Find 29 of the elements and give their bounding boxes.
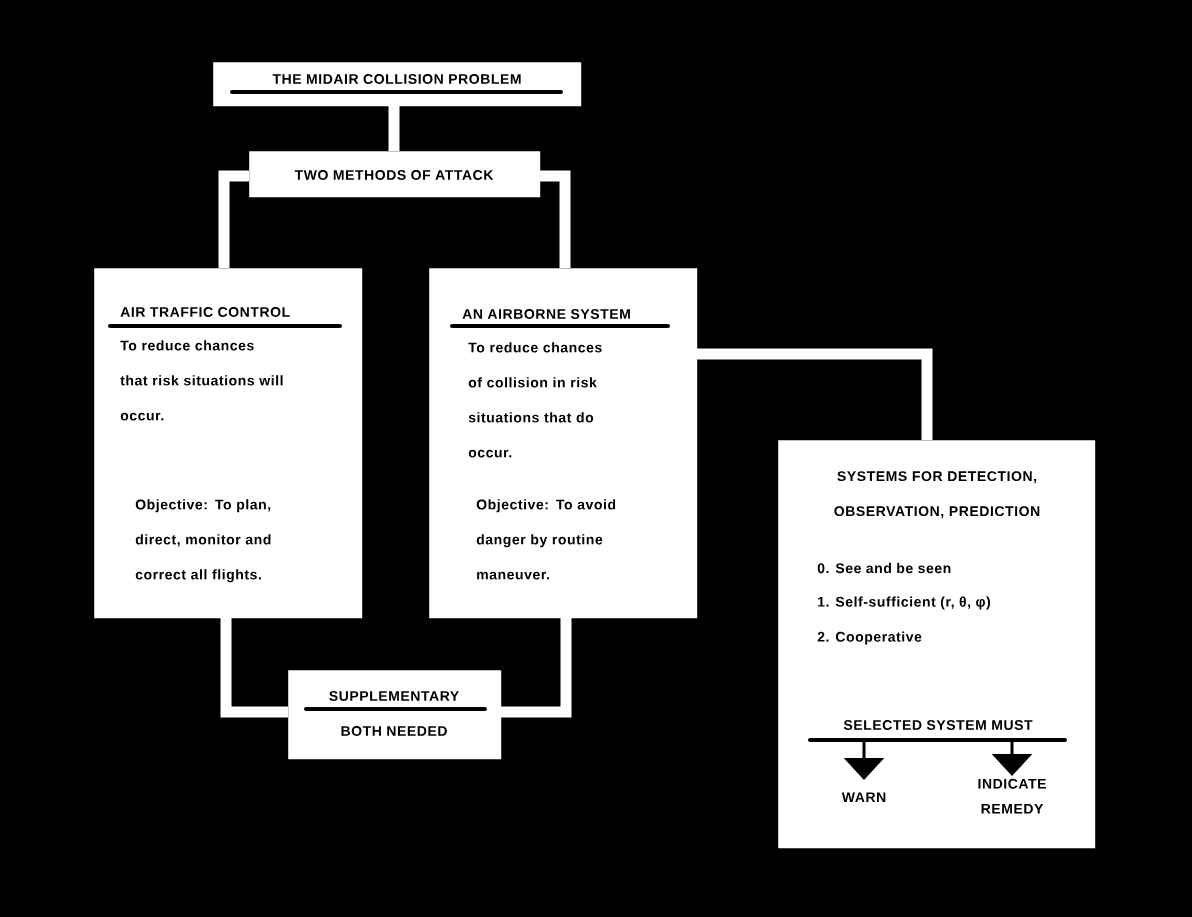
- connector: [501, 618, 572, 718]
- connector: [218, 170, 249, 268]
- text-box: [94, 268, 363, 619]
- title-box: [213, 62, 582, 107]
- connector: [697, 348, 933, 440]
- body-text: Objective: To avoid danger by routine maneuver.: [476, 499, 616, 580]
- list-item: 0. See and be seen: [817, 562, 951, 574]
- body-text: To reduce chances that risk situations will occur.: [120, 340, 283, 421]
- heading: SUPPLEMENTARY: [304, 691, 487, 711]
- heading: TWO METHODS OF ATTACK: [294, 170, 494, 180]
- label: BOTH NEEDED: [341, 726, 447, 736]
- label-box: [288, 670, 502, 760]
- list-item: 2. Cooperative: [817, 631, 922, 645]
- text-box: [778, 440, 1096, 849]
- connector: [540, 170, 571, 268]
- heading: AIR TRAFFIC CONTROL: [108, 307, 342, 328]
- list-item: 1. Self-sufficient (r, θ, φ): [818, 596, 991, 610]
- body-text: To reduce chances of collision in risk situations that do occur.: [468, 342, 602, 458]
- text-box: [429, 268, 698, 619]
- heading: SELECTED SYSTEM MUST: [808, 720, 1067, 742]
- heading: AN AIRBORNE SYSTEM: [450, 309, 670, 328]
- label-box: [249, 151, 541, 198]
- heading: SYSTEMS FOR DETECTION, OBSERVATION, PREDICTION: [834, 471, 1040, 519]
- label: WARN: [841, 792, 886, 802]
- connector: [220, 618, 288, 718]
- label: INDICATE REMEDY: [978, 778, 1046, 814]
- connector: [388, 106, 400, 151]
- body-text: Objective: To plan, direct, monitor and correct all flights.: [135, 499, 271, 583]
- title: THE MIDAIR COLLISION PROBLEM: [230, 74, 563, 94]
